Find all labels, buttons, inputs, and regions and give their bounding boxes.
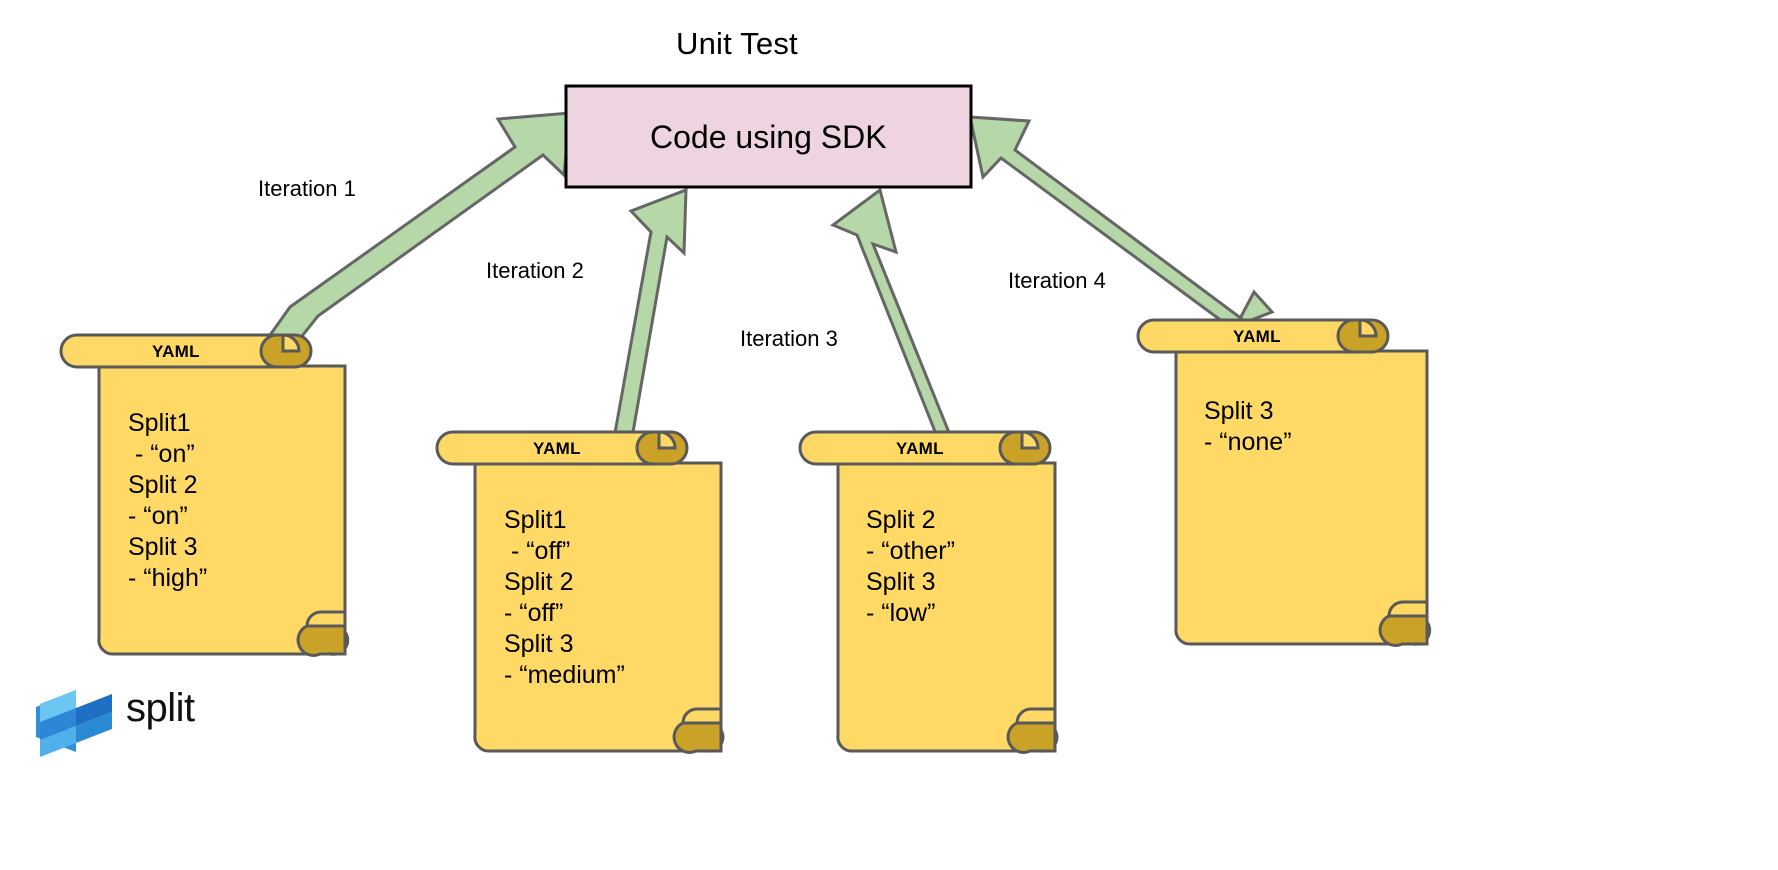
arrow-label-iteration-3: Iteration 3 <box>740 326 838 351</box>
center-box-label: Code using SDK <box>650 119 887 155</box>
arrow-label-iteration-4: Iteration 4 <box>1008 268 1106 293</box>
yaml-doc-2-header: YAML <box>533 439 581 458</box>
split-chevron-icon <box>36 690 112 757</box>
yaml-doc-3-body: Split 2 - “other” Split 3 - “low” <box>866 506 955 627</box>
arrow-label-iteration-1: Iteration 1 <box>258 176 356 201</box>
yaml-doc-3-header: YAML <box>896 439 944 458</box>
arrow-label-iteration-2: Iteration 2 <box>486 258 584 283</box>
arrow-iteration-4 <box>968 115 1275 333</box>
yaml-doc-2-body: Split1 - “off” Split 2 - “off” Split 3 -… <box>504 506 625 689</box>
yaml-doc-4-header: YAML <box>1233 327 1281 346</box>
yaml-doc-4-body: Split 3 - “none” <box>1204 397 1292 456</box>
center-box[interactable] <box>564 84 973 189</box>
yaml-doc-1-header: YAML <box>152 342 200 361</box>
yaml-doc-1-body: Split1 - “on” Split 2 - “on” Split 3 - “… <box>128 409 208 592</box>
split-wordmark: split <box>126 686 195 730</box>
page-title: Unit Test <box>676 26 798 61</box>
